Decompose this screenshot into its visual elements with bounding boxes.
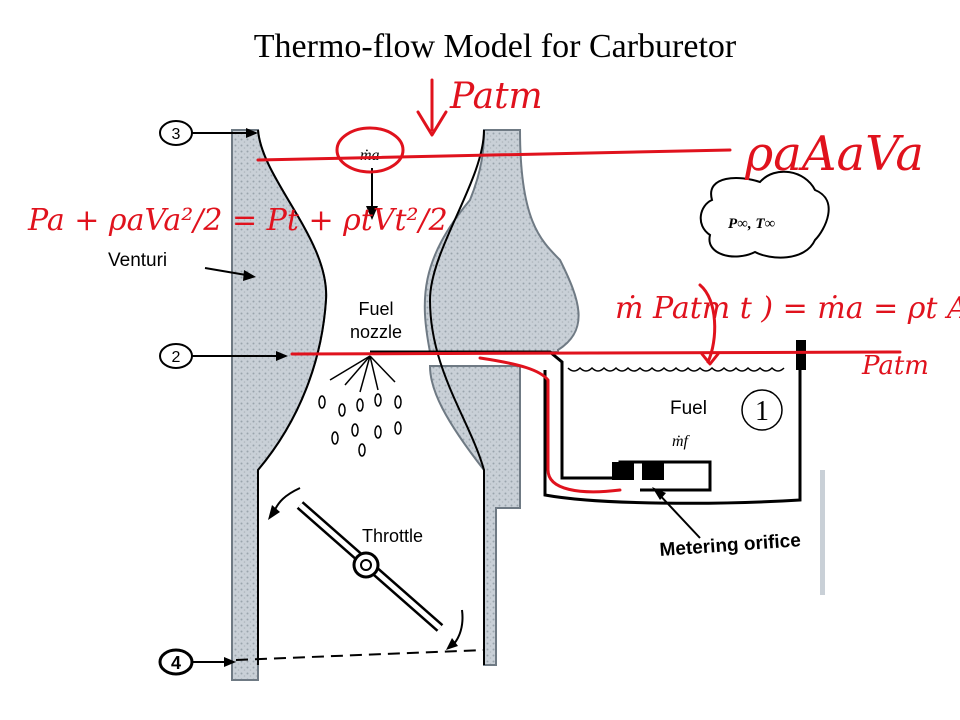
page-title: Thermo-flow Model for Carburetor — [253, 28, 737, 65]
ambient-label: P∞, T∞ — [728, 216, 775, 232]
orifice-arrow — [654, 489, 701, 539]
throttle-label: Throttle — [362, 526, 423, 546]
metering-orifice-label: Metering orifice — [659, 530, 802, 561]
ink-rho-a-a-v-a: ρaAaVa — [744, 126, 924, 182]
station-1-label: 1 — [755, 396, 769, 427]
ink-bracket — [698, 283, 720, 366]
fuel-surface — [567, 366, 785, 372]
fuel-nozzle-label-2: nozzle — [350, 322, 402, 342]
ink-bernoulli: Pa + ρaVa²/2 = Pt + ρtVt²/2 — [27, 203, 448, 238]
ink-circle-m-dot-a — [335, 126, 405, 174]
ink-fuel-path — [478, 356, 622, 494]
ambient-cloud — [699, 170, 830, 259]
station-2-label: 2 — [172, 349, 181, 366]
station-4-label: 4 — [171, 653, 181, 673]
handwritten-annotations: Patm ρaAaVa Pa + ρaVa²/2 = Pt + ρtVt²/2 … — [27, 76, 960, 494]
ink-arrow-down — [416, 78, 448, 137]
ink-patm-top: Patm — [449, 76, 543, 117]
fuel-nozzle-label-1: Fuel — [358, 299, 393, 319]
right-wall-lower — [428, 365, 521, 666]
metering-orifice-left — [612, 462, 634, 480]
ink-mass-flow: ṁ Patm t ) = ṁa = ρt At Vt — [615, 291, 960, 326]
float-bowl — [543, 340, 802, 505]
ink-patm-right: Patm — [861, 351, 929, 381]
venturi-label: Venturi — [108, 250, 167, 271]
fuel-label: Fuel — [670, 398, 707, 419]
throttle-arrow-top — [273, 487, 301, 513]
m-dot-a-label: ṁa — [360, 147, 380, 164]
m-dot-f-label: ṁf — [672, 433, 691, 450]
ink-line-station-2 — [290, 350, 902, 356]
bowl-wall-top — [796, 340, 806, 370]
right-wall — [423, 129, 580, 353]
station-3-label: 3 — [172, 126, 181, 143]
ink-line-station-3 — [256, 148, 732, 162]
bowl-wall — [820, 470, 825, 595]
throat-inner-right — [428, 129, 485, 665]
station-1-circle — [741, 389, 783, 431]
fuel-spray — [318, 355, 402, 457]
throat-inner-left — [257, 129, 328, 665]
metering-orifice-right — [642, 462, 664, 480]
